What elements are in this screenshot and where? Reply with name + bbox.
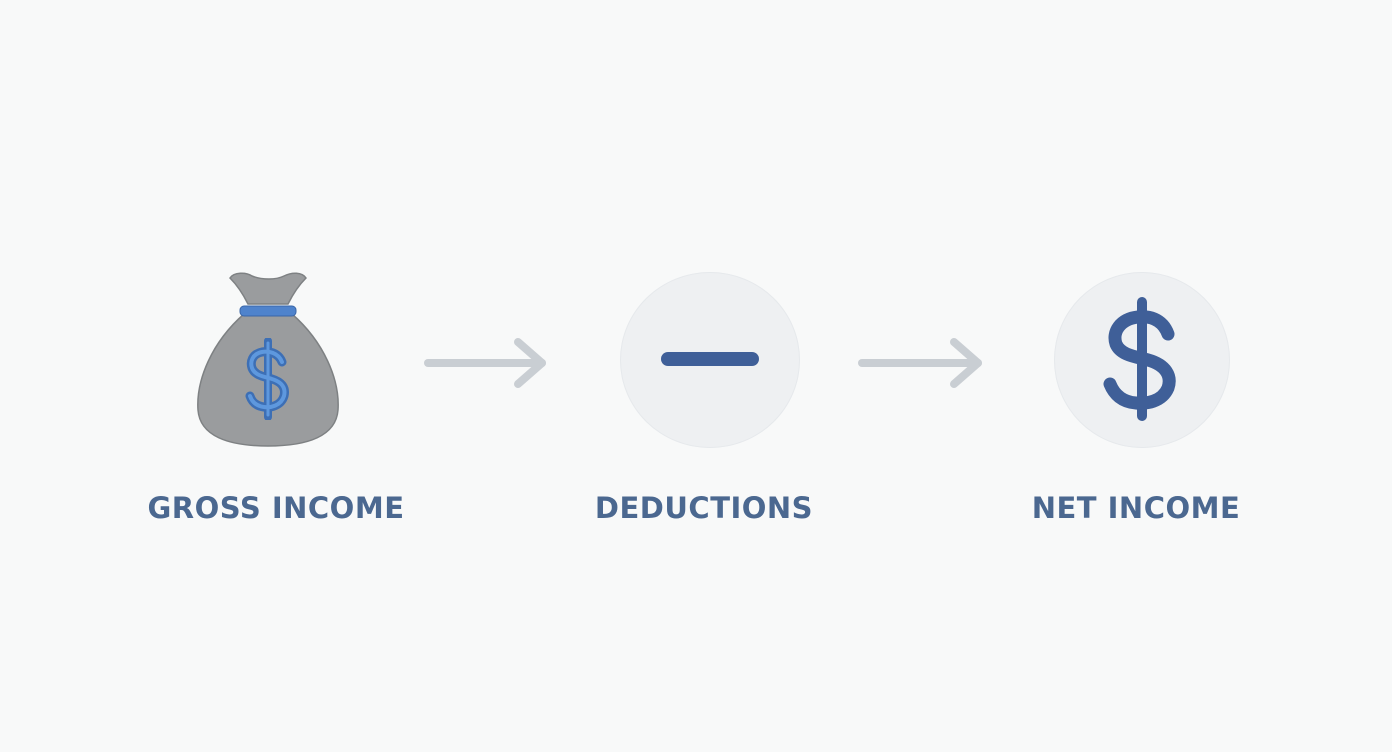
arrow-right-icon (424, 336, 550, 390)
step-label-net-income: NET INCOME (1031, 491, 1241, 525)
arrow-right-icon (858, 336, 986, 390)
step-label-gross-income: GROSS INCOME (147, 491, 405, 525)
dollar-sign-icon (244, 338, 292, 420)
dollar-icon (1102, 296, 1182, 422)
step-label-deductions: DEDUCTIONS (594, 491, 814, 525)
minus-icon (660, 350, 760, 368)
